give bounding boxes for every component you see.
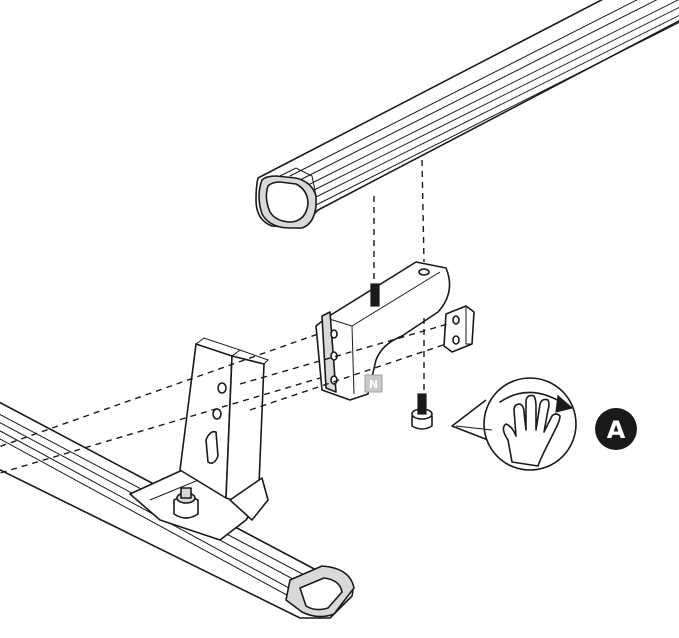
hand-tighten-icon bbox=[502, 394, 561, 467]
rotate-arrow-icon bbox=[499, 391, 574, 413]
bolt bbox=[411, 393, 433, 430]
adapter-bracket bbox=[315, 261, 451, 401]
callout-badge-a: A bbox=[595, 408, 637, 450]
upper-crossbar bbox=[255, 0, 679, 229]
clamp-plate bbox=[443, 305, 475, 353]
foot-bracket bbox=[129, 337, 269, 541]
callout-badge-label: A bbox=[607, 416, 626, 444]
alignment-lines bbox=[0, 159, 449, 474]
hand-tighten-callout bbox=[451, 377, 577, 471]
tag-n-label: N bbox=[369, 378, 378, 391]
tag-n: N bbox=[364, 374, 383, 393]
